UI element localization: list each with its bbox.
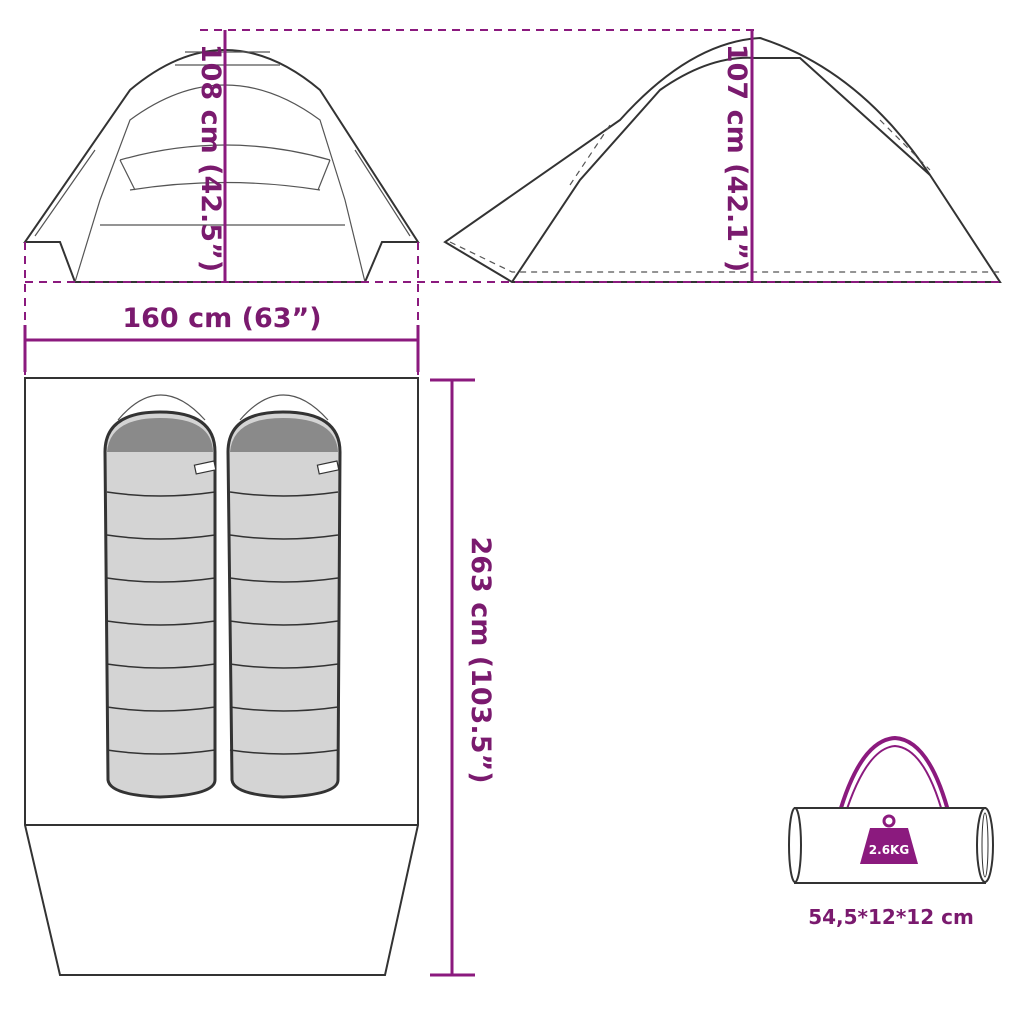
side-height-label: 107 cm (42.1”) [721, 44, 752, 272]
bag-weight-label: 2.6KG [869, 843, 909, 857]
weight-icon: 2.6KG [860, 814, 918, 864]
floor-length-dimension: 263 cm (103.5”) [430, 378, 496, 977]
floor-width-label: 160 cm (63”) [122, 303, 321, 334]
floor-length-label: 263 cm (103.5”) [465, 536, 496, 783]
side-view-tent [443, 36, 1002, 283]
side-height-dimension: 107 cm (42.1”) [721, 30, 754, 282]
sleeping-bag-right [226, 394, 342, 799]
floor-width-dimension: 160 cm (63”) [23, 303, 420, 372]
sleeping-bag-left [103, 394, 217, 799]
floor-plan [24, 377, 419, 976]
bag-size-label: 54,5*12*12 cm [808, 905, 974, 929]
carry-bag: 2.6KG [788, 735, 994, 884]
front-height-label: 108 cm (42.5”) [195, 44, 226, 272]
front-view-tent [23, 49, 420, 283]
front-height-dimension: 108 cm (42.5”) [195, 29, 755, 282]
